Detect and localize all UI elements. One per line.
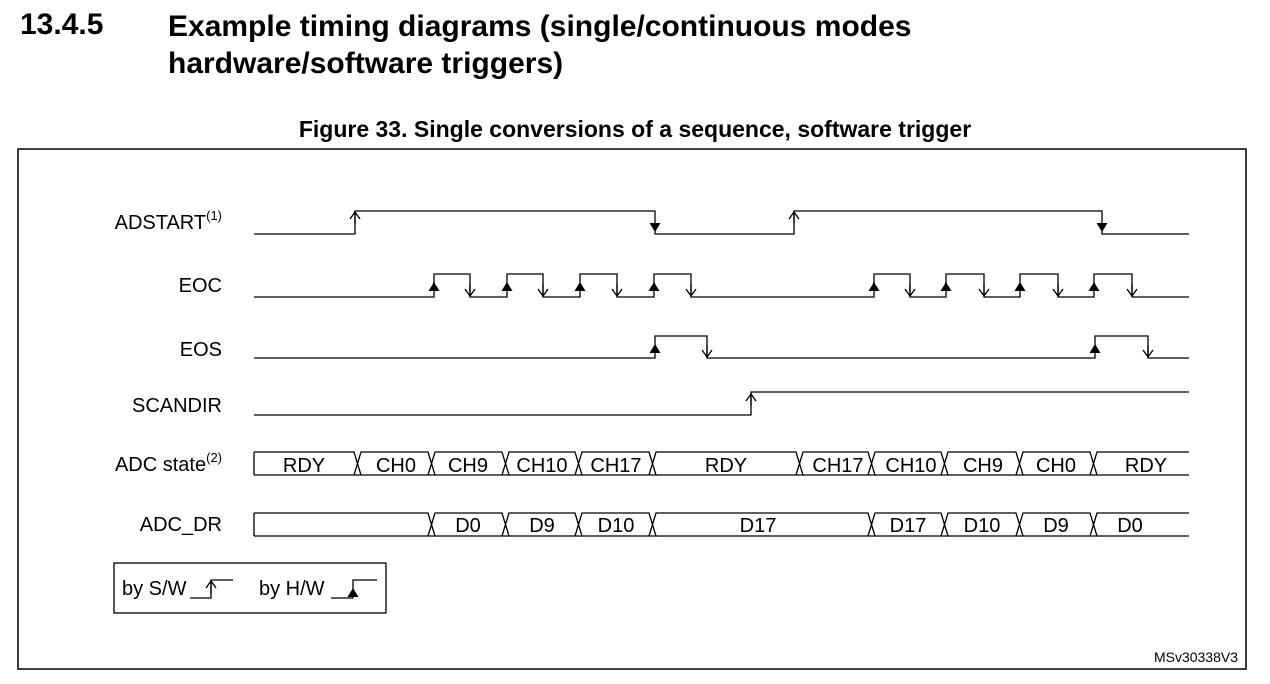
- eos-waveform: [254, 335, 1189, 359]
- adc-state-value: RDY: [705, 455, 747, 477]
- figure-reference: MSv30338V3: [1154, 649, 1238, 665]
- legend-box: [113, 562, 387, 614]
- adc-dr-bus: D0 D9 D10 D17 D17 D10 D9 D0: [253, 512, 1189, 537]
- adc-dr-label: ADC_DR: [140, 514, 222, 536]
- figure-caption: Figure 33. Single conversions of a seque…: [298, 116, 972, 142]
- adc-state-value: CH10: [885, 455, 936, 477]
- adc-dr-value: D0: [1117, 515, 1143, 537]
- section-title: Example timing diagrams (single/continuo…: [168, 8, 911, 82]
- adstart-label: ADSTART(1): [115, 208, 222, 234]
- adc-dr-value: D9: [1043, 515, 1069, 537]
- adc-state-value: RDY: [1125, 455, 1167, 477]
- adc-state-value: CH9: [963, 455, 1003, 477]
- adc-state-label: ADC state(2): [115, 450, 222, 476]
- adc-dr-value: D0: [455, 515, 481, 537]
- adc-dr-value: D17: [740, 515, 777, 537]
- adc-state-value: CH17: [590, 455, 641, 477]
- sw-arrow-icon: [190, 579, 233, 599]
- adc-dr-value: D9: [529, 515, 555, 537]
- adc-state-value: CH0: [1036, 455, 1076, 477]
- adc-state-value: CH9: [448, 455, 488, 477]
- adc-state-value: RDY: [283, 455, 325, 477]
- adc-dr-value: D17: [890, 515, 927, 537]
- section-number: 13.4.5: [20, 8, 104, 41]
- adc-state-value: CH0: [376, 455, 416, 477]
- scandir-label: SCANDIR: [132, 395, 222, 417]
- section-title-line-2: hardware/software triggers): [168, 47, 564, 80]
- scandir-waveform: [254, 391, 1189, 416]
- adc-state-value: CH17: [812, 455, 863, 477]
- figure-frame: [17, 148, 1247, 670]
- legend-sw-label: by S/W: [122, 578, 187, 600]
- legend: by S/W by H/W: [113, 562, 387, 614]
- adc-dr-value: D10: [598, 515, 635, 537]
- eos-label: EOS: [180, 339, 222, 361]
- adc-state-value: CH10: [516, 455, 567, 477]
- eoc-waveform: [254, 273, 1189, 298]
- adc-state-bus: RDY CH0 CH9 CH10 CH17 RDY CH17 CH10 CH9 …: [253, 451, 1189, 477]
- eoc-label: EOC: [179, 275, 222, 297]
- section-title-line-1: Example timing diagrams (single/continuo…: [168, 10, 912, 43]
- adstart-waveform: [254, 210, 1189, 235]
- hw-arrow-icon: [331, 579, 377, 599]
- legend-hw-label: by H/W: [259, 578, 325, 600]
- adc-dr-value: D10: [964, 515, 1001, 537]
